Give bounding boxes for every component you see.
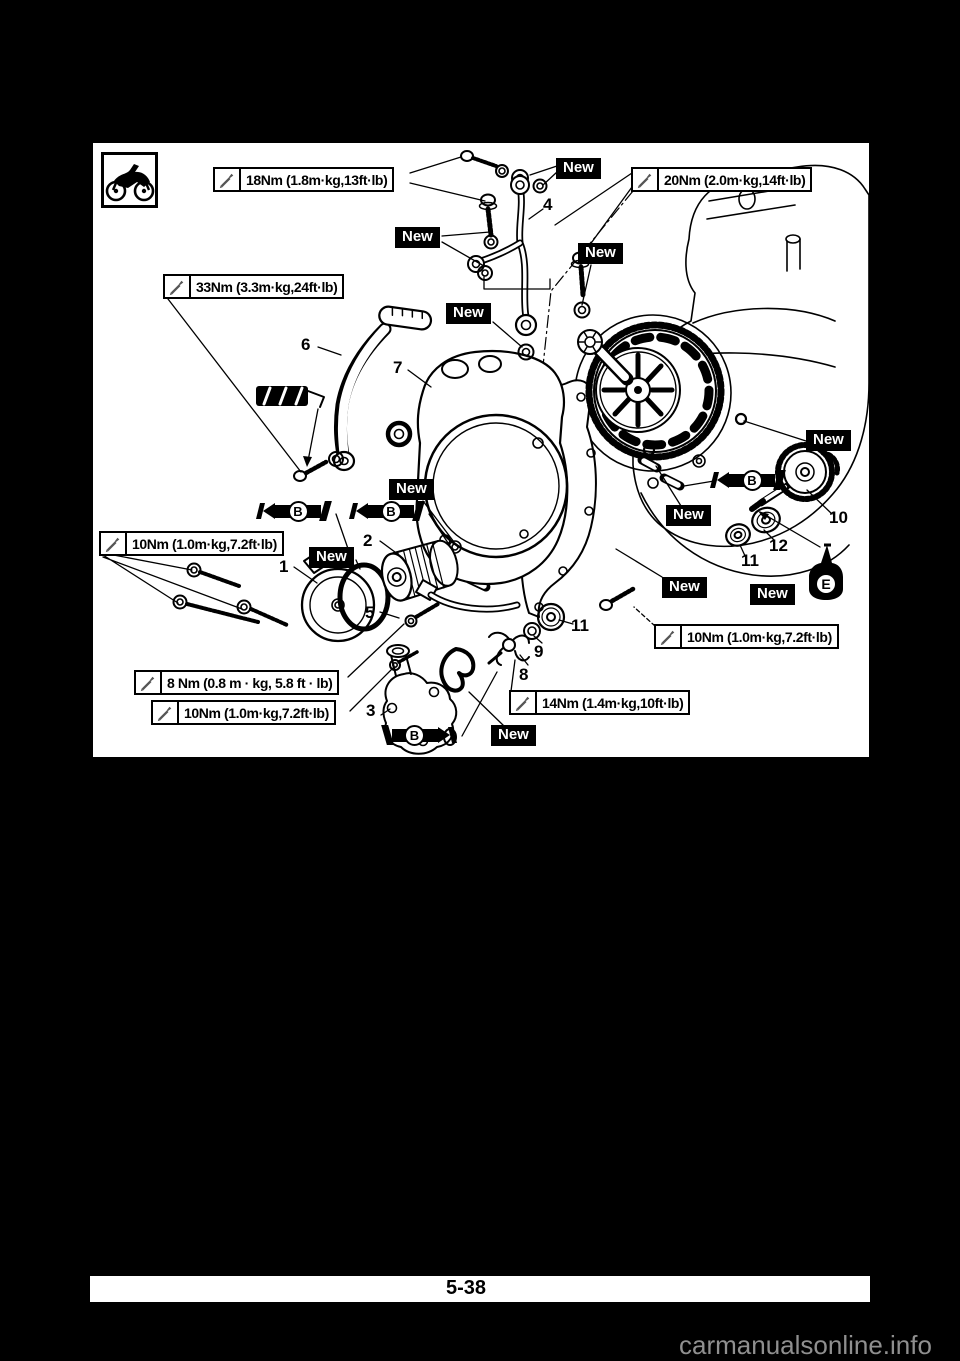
- wrench-icon: [165, 276, 191, 297]
- part-number-1: 1: [279, 557, 289, 576]
- part-number-5: 5: [365, 603, 375, 622]
- wrench-icon: [656, 626, 682, 647]
- part-number-7: 7: [393, 358, 403, 377]
- watermark: carmanualsonline.info: [679, 1330, 932, 1360]
- torque-value: 20Nm (2.0m·kg,14ft·lb): [664, 171, 806, 188]
- part-number-11: 11: [571, 616, 589, 635]
- torque-value: 8 Nm (0.8 m · kg, 5.8 ft · lb): [167, 674, 333, 691]
- part-number-4: 4: [543, 195, 553, 214]
- grease-tube-nozzle: [263, 503, 275, 519]
- engine-oil-symbol: E: [807, 541, 847, 601]
- new-part-label: New: [556, 158, 601, 179]
- wrench-icon: [136, 672, 162, 693]
- new-part-label: New: [309, 547, 354, 568]
- torque-value: 14Nm (1.4m·kg,10ft·lb): [542, 694, 684, 711]
- model-badge: [101, 152, 158, 208]
- torque-callout-8nm: 8 Nm (0.8 m · kg, 5.8 ft · lb): [134, 670, 340, 695]
- new-part-label: New: [750, 584, 795, 605]
- part-number-11: 11: [741, 551, 759, 570]
- torque-value: 33Nm (3.3m·kg,24ft·lb): [196, 278, 338, 295]
- torque-value: 18Nm (1.8m·kg,13ft·lb): [246, 171, 388, 188]
- bearing-drawings: [725, 506, 781, 547]
- new-part-label: New: [446, 303, 491, 324]
- grease-tube-nozzle: [356, 503, 368, 519]
- oil-hose-drawing: [460, 150, 591, 361]
- grease-tube-body: B: [392, 724, 438, 746]
- grease-letter: B: [380, 500, 402, 522]
- torque-callout-20nm: 20Nm (2.0m·kg,14ft·lb): [631, 167, 813, 192]
- new-part-label: New: [806, 430, 851, 451]
- part-number-12: 12: [769, 536, 788, 555]
- new-part-label: New: [491, 725, 536, 746]
- exploded-diagram: [102, 150, 869, 755]
- diagram-page-area: 18Nm (1.8m·kg,13ft·lb) 20Nm (2.0m·kg,14f…: [93, 143, 869, 757]
- wrench-icon: [215, 169, 241, 190]
- part-number-6: 6: [301, 335, 311, 354]
- torque-callout-10nm-pump: 10Nm (1.0m·kg,7.2ft·lb): [151, 700, 336, 725]
- wrench-icon: [633, 169, 659, 190]
- breather-hose-drawing: [415, 579, 521, 613]
- kick-lever-drawing: [256, 305, 433, 482]
- part-number-3: 3: [366, 701, 376, 720]
- new-part-label: New: [389, 479, 434, 500]
- grease-tube-body: B: [729, 469, 775, 491]
- grease-tube-nozzle: [717, 472, 729, 488]
- page-number: 5-38: [446, 1277, 487, 1299]
- wrench-icon: [101, 533, 127, 554]
- engine-oil-letter: E: [815, 573, 837, 595]
- wrench-icon: [153, 702, 179, 723]
- part-number-8: 8: [519, 665, 529, 684]
- grease-symbol: B: [710, 467, 786, 493]
- part-number-9: 9: [534, 642, 544, 661]
- clutch-assembly-drawing: [577, 321, 725, 461]
- wrench-icon: [511, 692, 537, 713]
- torque-callout-10nm-case: 10Nm (1.0m·kg,7.2ft·lb): [654, 624, 839, 649]
- footer-strip: 5-38: [90, 1276, 870, 1302]
- motorcycle-icon: [105, 164, 155, 202]
- part-number-10: 10: [829, 508, 848, 527]
- torque-callout-33nm: 33Nm (3.3m·kg,24ft·lb): [163, 274, 345, 299]
- new-part-label: New: [666, 505, 711, 526]
- grease-letter: B: [404, 724, 426, 746]
- torque-callout-18nm: 18Nm (1.8m·kg,13ft·lb): [213, 167, 395, 192]
- grease-symbol: B: [256, 498, 332, 524]
- torque-value: 10Nm (1.0m·kg,7.2ft·lb): [184, 704, 329, 721]
- torque-value: 10Nm (1.0m·kg,7.2ft·lb): [687, 628, 832, 645]
- torque-callout-14nm: 14Nm (1.4m·kg,10ft·lb): [509, 690, 691, 715]
- new-part-label: New: [578, 243, 623, 264]
- grease-letter: B: [741, 469, 763, 491]
- torque-callout-10nm-filter: 10Nm (1.0m·kg,7.2ft·lb): [99, 531, 284, 556]
- grease-tube-body: B: [275, 500, 321, 522]
- torque-value: 10Nm (1.0m·kg,7.2ft·lb): [132, 535, 277, 552]
- grease-tube-body: B: [368, 500, 414, 522]
- grease-letter: B: [287, 500, 309, 522]
- grease-symbol: B: [349, 498, 425, 524]
- clutch-cover-drawing: [385, 350, 569, 585]
- grease-symbol: B: [381, 722, 457, 748]
- part-number-2: 2: [363, 531, 373, 550]
- new-part-label: New: [395, 227, 440, 248]
- new-part-label: New: [662, 577, 707, 598]
- leader-lines: [102, 156, 833, 737]
